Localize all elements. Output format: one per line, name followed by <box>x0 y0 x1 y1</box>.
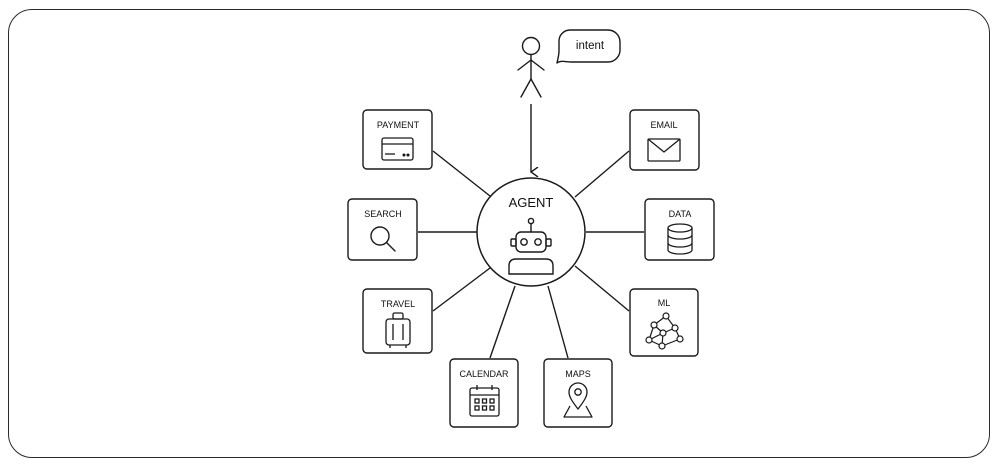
ml-label: ML <box>658 298 671 308</box>
service-calendar: CALENDAR <box>449 358 519 428</box>
service-email: EMAIL <box>629 109 700 171</box>
suitcase-icon <box>385 312 411 348</box>
email-label: EMAIL <box>650 120 677 130</box>
robot-icon <box>508 217 554 275</box>
payment-label: PAYMENT <box>377 120 420 130</box>
agent-label: AGENT <box>509 195 554 210</box>
speech-bubble: intent <box>556 29 621 64</box>
speech-bubble-text: intent <box>576 40 605 52</box>
connector-ml <box>574 265 630 312</box>
service-search: SEARCH <box>347 198 418 261</box>
connector-maps <box>547 285 569 359</box>
envelope-icon <box>647 138 681 162</box>
connector-email <box>574 150 630 198</box>
service-data: DATA <box>644 198 715 261</box>
connector-travel <box>432 267 491 312</box>
travel-label: TRAVEL <box>381 299 415 309</box>
map-pin-icon <box>563 382 593 418</box>
connector-payment <box>432 150 491 197</box>
database-icon <box>667 223 693 255</box>
maps-label: MAPS <box>565 369 591 379</box>
stick-figure-icon <box>517 36 545 98</box>
search-label: SEARCH <box>364 209 402 219</box>
connector-calendar <box>489 285 516 359</box>
calendar-label: CALENDAR <box>459 369 509 379</box>
network-graph-icon <box>645 312 684 350</box>
data-label: DATA <box>669 209 692 219</box>
service-payment: PAYMENT <box>362 109 433 170</box>
service-ml: ML <box>629 288 699 357</box>
credit-card-icon <box>381 137 414 161</box>
service-maps: MAPS <box>543 358 613 428</box>
agent-node: AGENT <box>476 177 586 287</box>
service-travel: TRAVEL <box>362 288 433 354</box>
magnifier-icon <box>370 226 396 252</box>
calendar-icon <box>469 385 500 417</box>
